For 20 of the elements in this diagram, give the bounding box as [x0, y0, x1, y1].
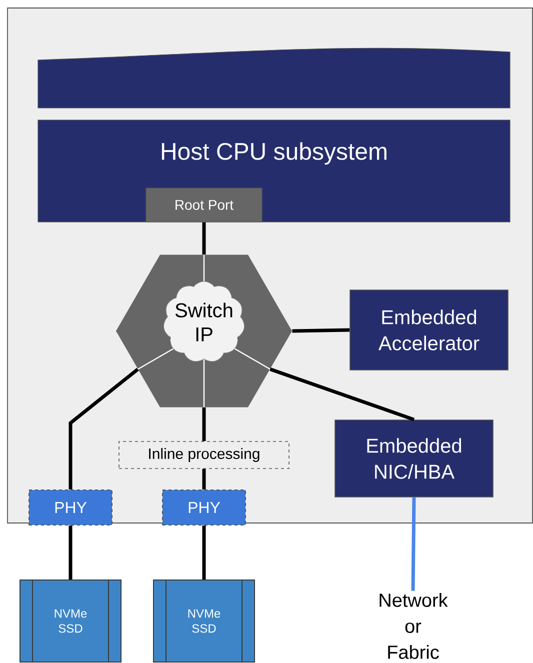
connector-line	[202, 222, 206, 255]
phy-box: PHY	[162, 490, 246, 526]
processing-box: Inline processing	[118, 441, 290, 469]
connector-line	[292, 328, 350, 333]
connector-line	[68, 526, 72, 580]
ssd-drive: NVMe SSD	[20, 579, 122, 663]
connector-line	[68, 368, 139, 490]
connector-line	[202, 407, 206, 442]
connector-line	[270, 368, 415, 422]
phy-box: PHY	[28, 490, 112, 526]
connector-line	[202, 468, 206, 490]
port-box: Root Port	[146, 188, 262, 222]
component-box: Embedded Accelerator	[350, 290, 508, 370]
switch-cloud: Switch IP	[163, 281, 245, 362]
banner-band	[38, 48, 510, 108]
component-box: Embedded NIC/HBA	[334, 420, 494, 498]
connector-line	[202, 526, 206, 580]
ssd-drive: NVMe SSD	[153, 579, 255, 663]
network-label: Network or Fabric	[380, 593, 448, 659]
connector-line	[411, 497, 416, 591]
